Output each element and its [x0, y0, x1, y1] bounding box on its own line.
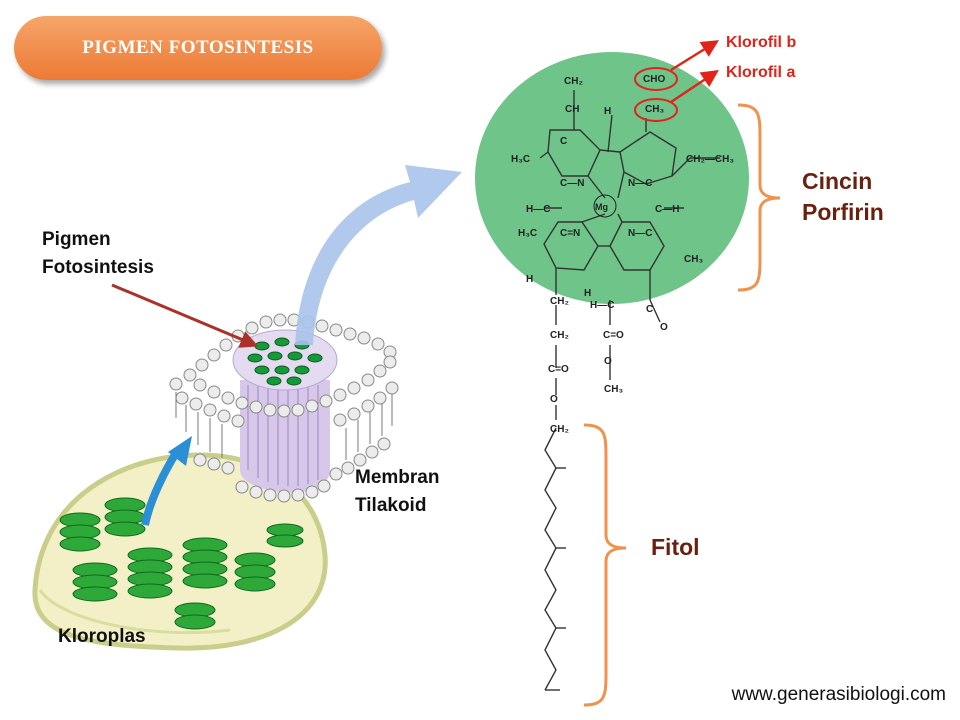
website-url: www.generasibiologi.com: [731, 684, 946, 705]
svg-text:C=O: C=O: [603, 330, 624, 341]
pigmen-pointer-arrow: [111, 283, 259, 348]
svg-text:N—C: N—C: [628, 178, 652, 189]
membran-label-line1: Membran: [355, 467, 440, 488]
membran-label: Membran Tilakoid: [355, 464, 439, 520]
klorofil-a-label: Klorofil a: [726, 64, 796, 81]
ch3-group: CH₃: [645, 104, 664, 115]
fitol-label: Fitol: [651, 534, 700, 560]
page-title: PIGMEN FOTOSINTESIS: [82, 37, 314, 58]
svg-text:H: H: [526, 274, 533, 285]
cincin-porfirin-label: Cincin Porfirin: [802, 166, 884, 228]
svg-text:CH₂: CH₂: [550, 330, 569, 341]
svg-text:C=N: C=N: [560, 228, 580, 239]
mg-atom: Mg: [595, 202, 608, 212]
kloroplas-label: Kloroplas: [58, 626, 146, 647]
klorofil-b-arrow: [670, 40, 719, 72]
chloroplast-illustration: [32, 452, 328, 651]
cho-highlight: [634, 67, 678, 91]
svg-text:O: O: [604, 356, 612, 367]
membran-label-line2: Tilakoid: [355, 495, 427, 516]
svg-text:C=O: C=O: [548, 364, 569, 375]
pigmen-label: Pigmen Fotosintesis: [42, 226, 154, 282]
svg-text:O: O: [550, 394, 558, 405]
klorofil-a-arrow: [670, 70, 719, 104]
svg-text:CH₃: CH₃: [684, 254, 703, 265]
svg-text:H: H: [584, 288, 591, 299]
svg-text:C: C: [646, 304, 653, 315]
svg-text:H: H: [604, 106, 611, 117]
svg-text:CH₂: CH₂: [550, 424, 569, 435]
svg-text:H—C: H—C: [590, 300, 614, 311]
svg-text:CH₂: CH₂: [550, 296, 569, 307]
ch3-highlight: [634, 98, 678, 122]
svg-text:CH₂: CH₂: [564, 76, 583, 87]
title-banner: PIGMEN FOTOSINTESIS: [14, 16, 382, 80]
svg-text:C—N: C—N: [560, 178, 584, 189]
svg-text:CH₃: CH₃: [604, 384, 623, 395]
cincin-label-line1: Cincin: [802, 168, 873, 194]
svg-text:O: O: [660, 322, 668, 333]
svg-text:H₃C: H₃C: [518, 228, 537, 239]
porphyrin-ring-highlight: [475, 52, 749, 304]
svg-text:C—H: C—H: [655, 204, 679, 215]
svg-text:CH: CH: [565, 104, 579, 115]
svg-text:H—C: H—C: [526, 204, 550, 215]
pigmen-label-line1: Pigmen: [42, 229, 111, 250]
cincin-brace: [737, 103, 781, 292]
cho-group: CHO: [643, 74, 665, 85]
cincin-label-line2: Porfirin: [802, 199, 884, 225]
fitol-brace: [583, 423, 627, 707]
chlorophyll-skeleton: [539, 90, 720, 691]
klorofil-b-label: Klorofil b: [726, 34, 797, 51]
svg-text:N—C: N—C: [628, 228, 652, 239]
svg-text:CH₂—CH₃: CH₂—CH₃: [686, 154, 734, 165]
zoom-arrow: [295, 165, 462, 345]
svg-text:C: C: [560, 136, 567, 147]
svg-text:H₃C: H₃C: [511, 154, 530, 165]
pigmen-label-line2: Fotosintesis: [42, 257, 154, 278]
